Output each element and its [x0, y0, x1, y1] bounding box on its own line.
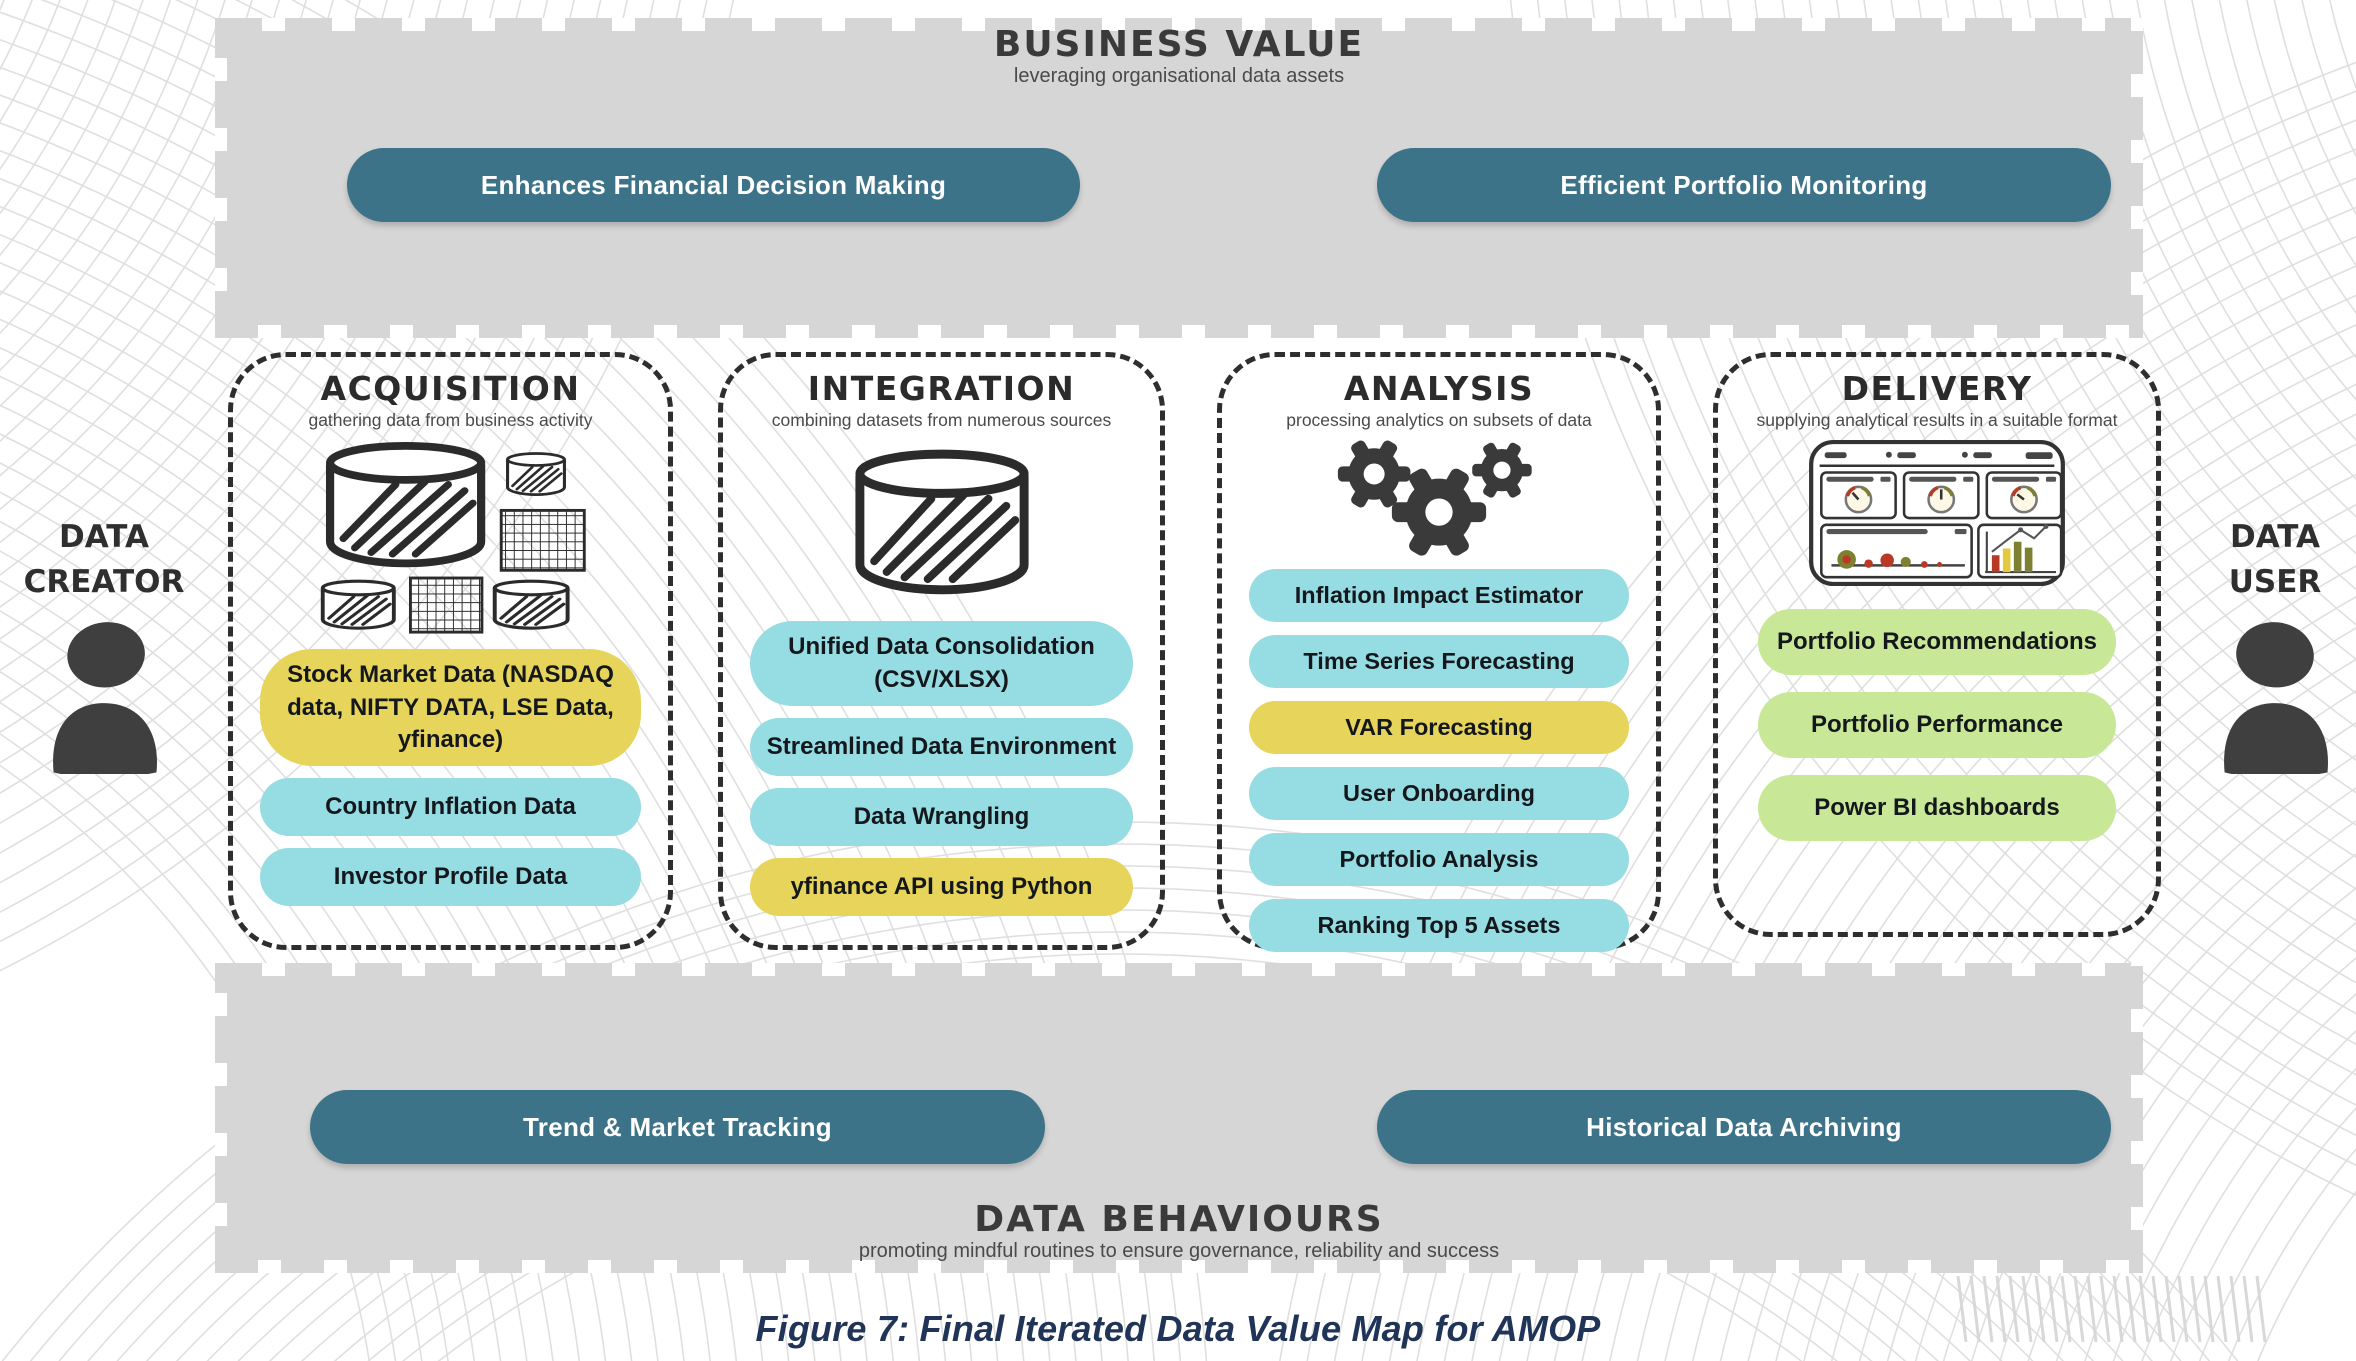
figure-caption: Figure 7: Final Iterated Data Value Map … — [755, 1308, 1601, 1349]
analysis-item-pill: Inflation Impact Estimator — [1249, 569, 1629, 623]
historical-data-archiving-pill: Historical Data Archiving — [1377, 1090, 2111, 1164]
gears-icon — [1315, 435, 1563, 558]
acquisition-item-pill: Investor Profile Data — [260, 848, 641, 907]
data-user-label: DATA USER — [2228, 519, 2322, 600]
person-icon — [2212, 617, 2338, 775]
analysis-item-pill: Ranking Top 5 Assets — [1249, 899, 1629, 953]
integration-item-pill: Unified Data Consolidation (CSV/XLSX) — [750, 621, 1133, 707]
analysis-item-pill: User Onboarding — [1249, 767, 1629, 821]
analysis-item-pill: VAR Forecasting — [1249, 701, 1629, 755]
enhances-financial-decision-making-pill: Enhances Financial Decision Making — [347, 148, 1080, 222]
acquisition-subtitle: gathering data from business activity — [308, 410, 593, 431]
acquisition-item-pill: Country Inflation Data — [260, 778, 641, 837]
integration-subtitle: combining datasets from numerous sources — [771, 410, 1112, 431]
integration-item-pill: yfinance API using Python — [750, 858, 1133, 917]
analysis-title: ANALYSIS — [1343, 369, 1535, 408]
database-cluster-icon — [286, 437, 616, 635]
data-creator-actor: DATA CREATOR — [14, 515, 194, 775]
analysis-box: ANALYSIS processing analytics on subsets… — [1217, 352, 1661, 953]
business-value-subtitle: leveraging organisational data assets — [1013, 64, 1345, 87]
delivery-subtitle: supplying analytical results in a suitab… — [1756, 410, 2118, 431]
band-notch-edge — [215, 963, 2143, 976]
efficient-portfolio-monitoring-pill: Efficient Portfolio Monitoring — [1377, 148, 2111, 222]
delivery-title: DELIVERY — [1841, 369, 2033, 408]
data-user-actor: DATA USER — [2208, 515, 2342, 775]
delivery-item-pill: Power BI dashboards — [1758, 775, 2116, 842]
acquisition-box: ACQUISITION gathering data from business… — [228, 352, 673, 950]
trend-market-tracking-pill: Trend & Market Tracking — [310, 1090, 1045, 1164]
person-icon — [41, 617, 167, 775]
acquisition-title: ACQUISITION — [320, 369, 581, 408]
analysis-item-pill: Time Series Forecasting — [1249, 635, 1629, 689]
dashboard-icon — [1806, 437, 2068, 589]
delivery-item-pill: Portfolio Performance — [1758, 692, 2116, 759]
integration-box: INTEGRATION combining datasets from nume… — [718, 352, 1165, 950]
band-notch-edge — [215, 325, 2143, 338]
delivery-item-pill: Portfolio Recommendations — [1758, 609, 2116, 676]
analysis-subtitle: processing analytics on subsets of data — [1286, 410, 1592, 431]
acquisition-item-pill: Stock Market Data (NASDAQ data, NIFTY DA… — [260, 649, 641, 767]
database-icon — [837, 439, 1047, 607]
integration-title: INTEGRATION — [807, 369, 1076, 408]
data-behaviours-subtitle: promoting mindful routines to ensure gov… — [858, 1240, 1500, 1262]
delivery-box: DELIVERY supplying analytical results in… — [1713, 352, 2161, 937]
business-value-title: BUSINESS VALUE — [993, 24, 1365, 65]
analysis-item-pill: Portfolio Analysis — [1249, 833, 1629, 887]
integration-item-pill: Streamlined Data Environment — [750, 718, 1133, 777]
integration-item-pill: Data Wrangling — [750, 788, 1133, 847]
data-behaviours-title: DATA BEHAVIOURS — [974, 1199, 1384, 1241]
data-creator-label: DATA CREATOR — [23, 519, 185, 600]
